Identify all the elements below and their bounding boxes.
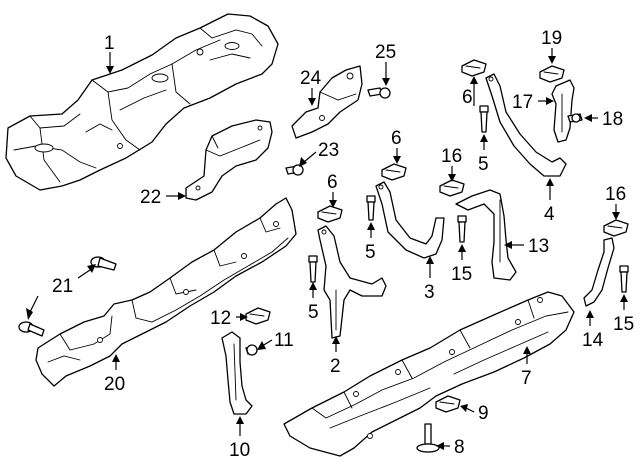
callout-6-a: 6 bbox=[327, 172, 338, 193]
callout-10: 10 bbox=[229, 440, 250, 461]
strap-4 bbox=[485, 73, 567, 177]
callout-21: 21 bbox=[52, 276, 73, 297]
clip-6-right bbox=[461, 59, 487, 77]
bolt-11 bbox=[245, 344, 258, 356]
callout-15-a: 15 bbox=[451, 264, 472, 285]
bracket-24 bbox=[291, 65, 363, 139]
bolt-21-lower bbox=[18, 321, 45, 337]
callout-18: 18 bbox=[602, 109, 623, 130]
callout-8: 8 bbox=[454, 437, 465, 458]
callout-3: 3 bbox=[424, 282, 435, 303]
bolt-5-c bbox=[479, 105, 489, 133]
callout-24: 24 bbox=[300, 68, 322, 89]
callout-16-b: 16 bbox=[605, 184, 626, 205]
callout-20: 20 bbox=[104, 374, 125, 395]
leader-lines bbox=[26, 48, 628, 450]
bracket-10 bbox=[221, 331, 253, 415]
clip-16-a bbox=[439, 179, 465, 197]
clip-19 bbox=[539, 65, 565, 83]
clip-12 bbox=[245, 307, 271, 325]
clip-6-mid bbox=[381, 163, 407, 181]
callout-16-a: 16 bbox=[441, 146, 462, 167]
callout-19: 19 bbox=[541, 28, 562, 49]
heat-shield-rear bbox=[35, 197, 297, 387]
callout-9: 9 bbox=[478, 403, 489, 424]
heat-shield-7 bbox=[283, 291, 575, 457]
callout-5-b: 5 bbox=[365, 242, 376, 263]
strap-13 bbox=[455, 189, 517, 281]
callout-25: 25 bbox=[375, 42, 396, 63]
callout-1: 1 bbox=[104, 33, 115, 54]
fuel-tank bbox=[5, 13, 279, 191]
strap-3 bbox=[375, 181, 445, 259]
callout-23: 23 bbox=[318, 140, 339, 161]
bracket-22 bbox=[185, 119, 273, 201]
callout-22: 22 bbox=[140, 187, 161, 208]
bolt-25 bbox=[367, 87, 391, 99]
callout-13: 13 bbox=[528, 236, 549, 257]
callout-14: 14 bbox=[582, 330, 604, 351]
callout-7: 7 bbox=[521, 368, 532, 389]
callout-4: 4 bbox=[544, 204, 555, 225]
callout-2: 2 bbox=[330, 356, 341, 377]
callout-5-c: 5 bbox=[478, 154, 489, 175]
clip-16-b bbox=[603, 219, 629, 237]
strap-2 bbox=[317, 225, 387, 339]
callout-6-c: 6 bbox=[462, 87, 473, 108]
clip-9 bbox=[435, 395, 461, 413]
bolt-18 bbox=[567, 113, 583, 123]
callout-17: 17 bbox=[512, 92, 533, 113]
callout-5-a: 5 bbox=[308, 302, 319, 323]
bolt-5-b bbox=[366, 195, 376, 221]
callout-11: 11 bbox=[274, 330, 294, 351]
bolt-15-b bbox=[619, 265, 629, 293]
callout-15-b: 15 bbox=[613, 314, 634, 335]
bolt-15-a bbox=[457, 215, 467, 243]
callout-labels: 1 2 3 4 5 5 5 5 6 6 6 7 8 9 10 11 12 13 … bbox=[52, 28, 634, 461]
bolt-23 bbox=[285, 164, 304, 176]
strap-14 bbox=[583, 237, 615, 307]
callout-6-b: 6 bbox=[391, 128, 402, 149]
bolt-5-a bbox=[308, 255, 318, 283]
bracket-17 bbox=[551, 79, 575, 143]
callout-12: 12 bbox=[210, 308, 231, 329]
clip-6-left bbox=[317, 205, 343, 223]
bolt-8 bbox=[416, 423, 440, 453]
bolt-21-upper bbox=[90, 256, 117, 271]
